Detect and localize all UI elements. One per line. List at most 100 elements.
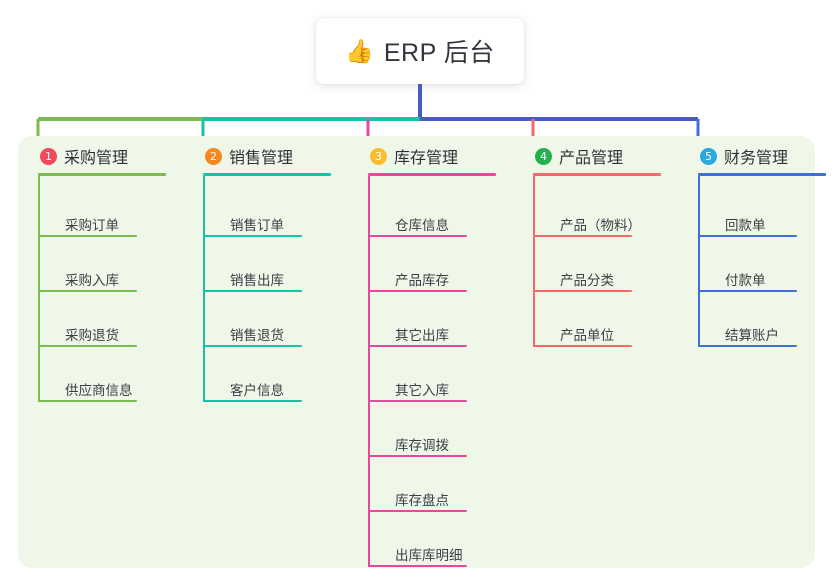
branch-spine xyxy=(38,176,40,402)
branch-item-underline xyxy=(204,235,302,237)
branch-title: 销售管理 xyxy=(229,150,294,167)
branch-item-label: 产品（物料） xyxy=(560,217,641,233)
branch-item-label: 库存调拨 xyxy=(395,437,449,453)
branch-number-badge: 5 xyxy=(700,147,717,165)
branch-item[interactable]: 付款单 xyxy=(698,247,839,302)
branch-item[interactable]: 回款单 xyxy=(698,192,839,247)
branch-item-label: 供应商信息 xyxy=(65,382,133,398)
branch-item-underline xyxy=(39,290,137,292)
branch-item-label: 出库库明细 xyxy=(395,547,463,563)
branch-header-underline xyxy=(368,173,496,176)
branch-item-label: 产品库存 xyxy=(395,272,449,288)
thumbs-up-icon: 👍 xyxy=(345,37,374,64)
branch-item[interactable]: 销售出库 xyxy=(203,247,348,302)
branch-item-underline xyxy=(534,235,632,237)
branches-panel xyxy=(18,136,815,568)
branch-item-underline xyxy=(534,345,632,347)
branch-spine xyxy=(203,176,205,402)
branch-item-list: 销售订单销售出库销售退货客户信息 xyxy=(203,176,348,412)
branch-item[interactable]: 库存调拨 xyxy=(368,412,513,467)
branch-spine xyxy=(368,176,370,567)
branch-item-underline xyxy=(699,290,797,292)
branch-item[interactable]: 产品单位 xyxy=(533,302,678,357)
branch-item-label: 回款单 xyxy=(725,217,766,233)
branch-item[interactable]: 出库库明细 xyxy=(368,522,513,577)
branch-item[interactable]: 其它出库 xyxy=(368,302,513,357)
branch-item[interactable]: 产品库存 xyxy=(368,247,513,302)
branch-column-5: 5 财务管理回款单付款单结算账户 xyxy=(678,136,839,568)
branch-item-label: 采购订单 xyxy=(65,217,119,233)
branch-item-underline xyxy=(204,400,302,402)
branch-item[interactable]: 产品分类 xyxy=(533,247,678,302)
branch-item[interactable]: 采购订单 xyxy=(38,192,183,247)
branch-item-label: 销售退货 xyxy=(230,327,284,343)
branch-item[interactable]: 采购退货 xyxy=(38,302,183,357)
branch-item-label: 销售出库 xyxy=(230,272,284,288)
branch-item-list: 回款单付款单结算账户 xyxy=(698,176,839,357)
branch-item[interactable]: 客户信息 xyxy=(203,357,348,412)
branch-spine xyxy=(533,176,535,347)
branch-item-underline xyxy=(699,345,797,347)
branch-columns: 1 采购管理采购订单采购入库采购退货供应商信息 2 销售管理销售订单销售出库销售退货客… xyxy=(18,136,826,568)
branch-item-label: 产品单位 xyxy=(560,327,614,343)
branch-item-underline xyxy=(39,345,137,347)
root-node-card[interactable]: 👍 ERP 后台 xyxy=(316,18,524,84)
branch-item-label: 其它出库 xyxy=(395,327,449,343)
branch-item[interactable]: 采购入库 xyxy=(38,247,183,302)
branch-title: 产品管理 xyxy=(559,150,624,167)
branch-item-label: 结算账户 xyxy=(725,327,779,343)
branch-item[interactable]: 结算账户 xyxy=(698,302,839,357)
branch-item-label: 采购退货 xyxy=(65,327,119,343)
branch-number-badge: 3 xyxy=(370,147,387,165)
branch-item-underline xyxy=(204,290,302,292)
branch-number-badge: 2 xyxy=(205,147,222,165)
branch-column-1: 1 采购管理采购订单采购入库采购退货供应商信息 xyxy=(18,136,183,568)
branch-item-list: 仓库信息产品库存其它出库其它入库库存调拨库存盘点出库库明细 xyxy=(368,176,513,577)
branch-header-3[interactable]: 3 库存管理 xyxy=(368,136,513,176)
branch-item-label: 库存盘点 xyxy=(395,492,449,508)
branch-header-underline xyxy=(38,173,166,176)
branch-item[interactable]: 销售退货 xyxy=(203,302,348,357)
branch-item-underline xyxy=(39,400,137,402)
branch-item[interactable]: 库存盘点 xyxy=(368,467,513,522)
branch-header-4[interactable]: 4 产品管理 xyxy=(533,136,678,176)
branch-title: 采购管理 xyxy=(64,150,129,167)
branch-column-4: 4 产品管理产品（物料） 产品分类产品单位 xyxy=(513,136,678,568)
branch-item-label: 其它入库 xyxy=(395,382,449,398)
branch-item-underline xyxy=(204,345,302,347)
branch-item-label: 付款单 xyxy=(725,272,766,288)
branch-item-label: 产品分类 xyxy=(560,272,614,288)
branch-header-5[interactable]: 5 财务管理 xyxy=(698,136,839,176)
branch-title: 库存管理 xyxy=(394,150,459,167)
root-node-title: ERP 后台 xyxy=(383,39,495,67)
branch-column-2: 2 销售管理销售订单销售出库销售退货客户信息 xyxy=(183,136,348,568)
branch-item-label: 采购入库 xyxy=(65,272,119,288)
branch-item-underline xyxy=(699,235,797,237)
branch-item[interactable]: 仓库信息 xyxy=(368,192,513,247)
branch-header-1[interactable]: 1 采购管理 xyxy=(38,136,183,176)
branch-item-underline xyxy=(534,290,632,292)
branch-item[interactable]: 产品（物料） xyxy=(533,192,678,247)
branch-header-underline xyxy=(698,173,826,176)
branch-header-underline xyxy=(203,173,331,176)
branch-item-underline xyxy=(369,290,467,292)
branch-number-badge: 4 xyxy=(535,147,552,165)
branch-column-3: 3 库存管理仓库信息产品库存其它出库其它入库库存调拨库存盘点出库库明细 xyxy=(348,136,513,568)
branch-item-underline xyxy=(369,565,467,567)
branch-item-label: 仓库信息 xyxy=(395,217,449,233)
branch-item[interactable]: 销售订单 xyxy=(203,192,348,247)
branch-item-list: 产品（物料） 产品分类产品单位 xyxy=(533,176,678,357)
branch-item-label: 客户信息 xyxy=(230,382,284,398)
branch-item-label: 销售订单 xyxy=(230,217,284,233)
branch-item-underline xyxy=(369,510,467,512)
branch-title: 财务管理 xyxy=(724,150,789,167)
branch-header-2[interactable]: 2 销售管理 xyxy=(203,136,348,176)
branch-item-underline xyxy=(369,400,467,402)
branch-item[interactable]: 供应商信息 xyxy=(38,357,183,412)
branch-spine xyxy=(698,176,700,347)
branch-item[interactable]: 其它入库 xyxy=(368,357,513,412)
branch-item-underline xyxy=(369,345,467,347)
branch-item-underline xyxy=(39,235,137,237)
branch-number-badge: 1 xyxy=(40,147,57,165)
branch-item-underline xyxy=(369,455,467,457)
